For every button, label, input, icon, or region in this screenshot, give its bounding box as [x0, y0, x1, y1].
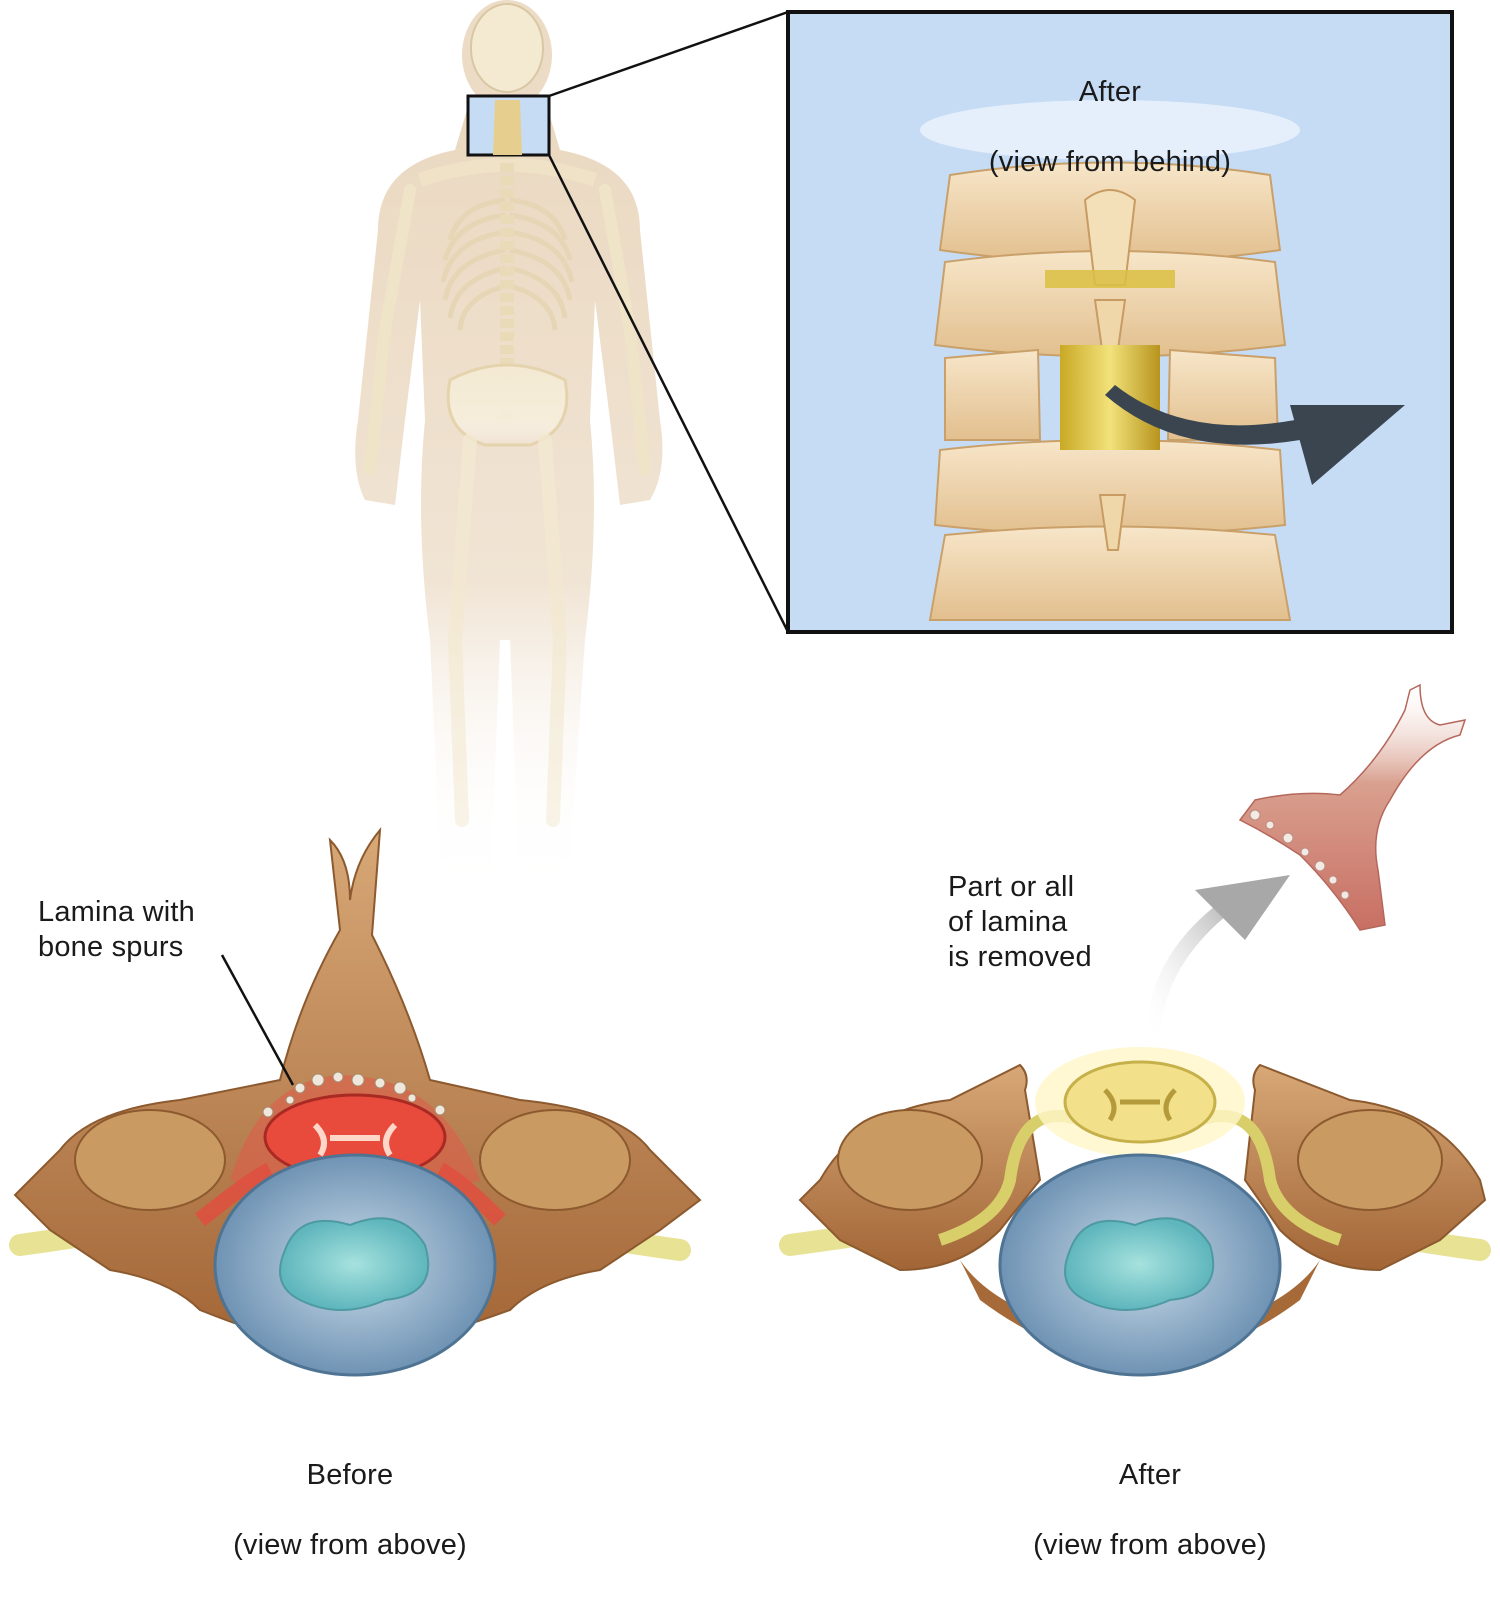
caption-before-line1: Before	[306, 1459, 394, 1491]
label-lamina-removed: Part or all of lamina is removed	[948, 871, 1092, 973]
inset-panel	[786, 10, 1454, 634]
inset-caption-line1: After	[1078, 76, 1142, 108]
after-vertebra	[779, 1047, 1491, 1377]
caption-before-line2: (view from above)	[233, 1529, 467, 1561]
human-figure	[355, 0, 663, 920]
before-vertebra	[9, 826, 702, 1377]
inset-caption-line2: (view from behind)	[988, 146, 1232, 178]
cervical-vertebrae	[928, 161, 1292, 621]
gray-arrow	[1145, 875, 1290, 1035]
laminectomy-illustration	[9, 0, 1491, 1377]
inset-caption: After (view from behind)	[945, 40, 1275, 215]
caption-after-line2: (view from above)	[1033, 1529, 1267, 1561]
removed-lamina	[1238, 683, 1467, 931]
nucleus	[279, 1217, 430, 1311]
dark-arrow	[1105, 385, 1405, 485]
label-lamina-with-bone-spurs: Lamina with bone spurs	[38, 896, 195, 963]
caption-before: Before (view from above)	[190, 1423, 510, 1598]
caption-after-line1: After	[1118, 1459, 1182, 1491]
zoom-line-bottom	[547, 154, 790, 633]
zoom-line-top	[548, 10, 789, 98]
lamina-leader-line	[220, 954, 295, 1086]
caption-after: After (view from above)	[990, 1423, 1310, 1598]
